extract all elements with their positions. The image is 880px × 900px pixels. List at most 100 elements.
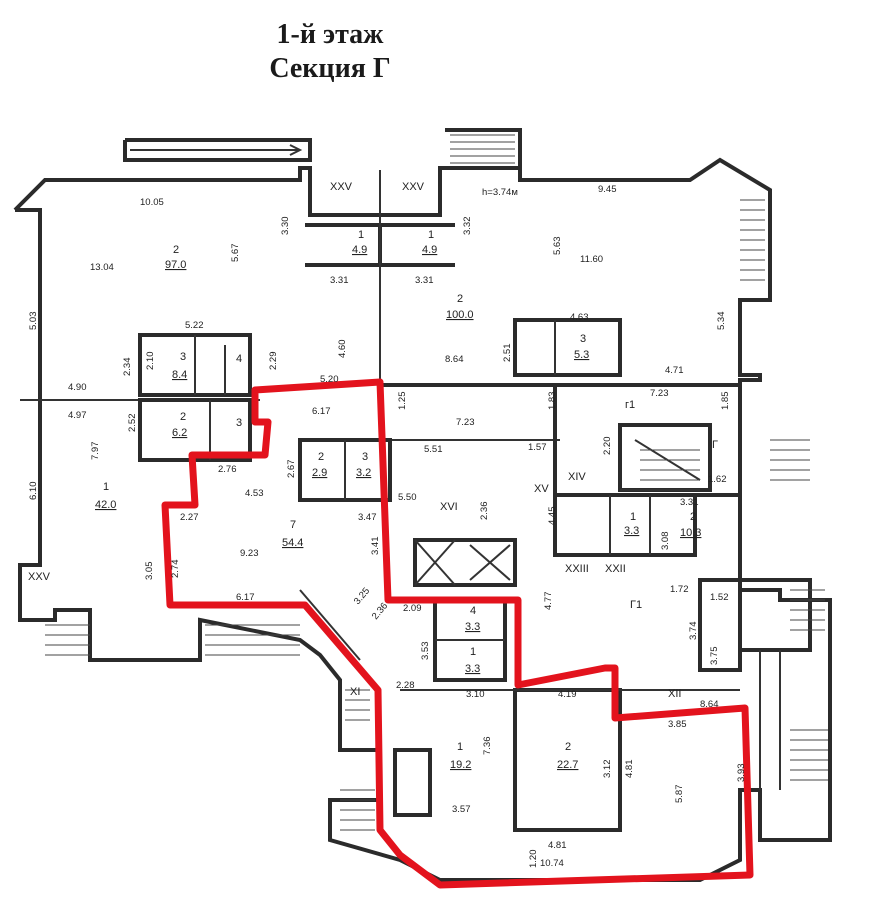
section-label: XVI	[440, 501, 458, 513]
dimension-label: 3.93	[736, 764, 747, 783]
dimension-label: 4.77	[543, 592, 554, 611]
section-label: Г	[712, 439, 718, 451]
dimension-label: 3.85	[668, 719, 687, 730]
dimension-label: 5.50	[398, 492, 417, 503]
section-label: XXV	[402, 181, 425, 193]
dimension-label: 3.05	[144, 562, 155, 581]
dimension-label: 4.97	[68, 410, 87, 421]
room-number: 3	[580, 333, 586, 345]
room-area: 4.9	[352, 244, 367, 256]
section-label: XI	[350, 686, 360, 698]
room-area: 10.3	[680, 527, 701, 539]
room-area: 3.2	[356, 467, 371, 479]
dimension-label: 5.03	[28, 312, 39, 331]
dimension-label: 2.51	[502, 344, 513, 363]
floor-title: 1-й этаж	[276, 19, 384, 50]
dimension-label: 1.52	[710, 592, 729, 603]
dimension-label: 1.62	[708, 474, 727, 485]
title-block: 1-й этаж Секция Г	[200, 18, 460, 86]
dimension-label: 2.34	[122, 358, 133, 377]
section-label: г1	[625, 399, 635, 411]
dimension-label: 10.05	[140, 197, 164, 208]
room-number: 3	[362, 451, 368, 463]
dimension-label: 3.47	[358, 512, 377, 523]
dimension-label: 3.31	[415, 275, 434, 286]
dimension-label: 4.81	[624, 760, 635, 779]
section-label: XXV	[28, 571, 51, 583]
room-area: 3.3	[624, 525, 639, 537]
dimension-label: 4.19	[558, 689, 577, 700]
dimension-label: 1.83	[547, 392, 558, 411]
section-label: XXII	[605, 563, 626, 575]
dimension-label: 4.63	[570, 312, 589, 323]
section-label: XV	[534, 483, 549, 495]
room-number: 2	[457, 293, 463, 305]
dimension-label: 1.57	[528, 442, 547, 453]
room-area: 4.9	[422, 244, 437, 256]
dimension-label: 6.17	[236, 592, 255, 603]
dimension-label: 5.34	[716, 312, 727, 331]
room-number: 2	[565, 741, 571, 753]
dimension-label: 4.71	[665, 365, 684, 376]
dimension-label: 3.57	[452, 804, 471, 815]
dimension-label: 4.45	[547, 507, 558, 526]
room-number: 2	[690, 511, 696, 523]
room-number: 4	[236, 353, 242, 365]
dimension-label: 3.53	[420, 642, 431, 661]
dimension-label: 3.08	[660, 532, 671, 551]
dimension-label: 6.17	[312, 406, 331, 417]
dimension-label: 9.45	[598, 184, 617, 195]
dimension-label: 2.29	[268, 352, 279, 371]
dimension-label: 1.85	[720, 392, 731, 411]
room-number: 2	[318, 451, 324, 463]
inner-walls	[20, 170, 812, 832]
dimension-label: 4.53	[245, 488, 264, 499]
dimension-label: 5.87	[674, 785, 685, 804]
dimension-label: 2.52	[127, 414, 138, 433]
dimension-label: 13.04	[90, 262, 114, 273]
room-number: 1	[470, 646, 476, 658]
room-number: 1	[428, 229, 434, 241]
dimension-label: 5.22	[185, 320, 204, 331]
section-label: Г1	[630, 599, 642, 611]
section-label: XXIII	[565, 563, 589, 575]
dimension-label: 1.20	[528, 850, 539, 869]
room-area: 5.3	[574, 349, 589, 361]
room-number: 4	[470, 605, 476, 617]
dimension-label: 7.23	[650, 388, 669, 399]
room-area: 2.9	[312, 467, 327, 479]
room-area: 54.4	[282, 537, 303, 549]
dimension-label: 3.75	[709, 647, 720, 666]
room-number: 3	[236, 417, 242, 429]
dimension-label: 5.51	[424, 444, 443, 455]
room-area: 3.3	[465, 663, 480, 675]
dimension-label: 2.74	[170, 560, 181, 579]
dimension-label: 2.09	[403, 603, 422, 614]
dimension-label: 1.25	[397, 392, 408, 411]
section-title: Секция Г	[269, 53, 391, 84]
dimension-label: 2.20	[602, 437, 613, 456]
dimension-label: 3.30	[280, 217, 291, 236]
dimension-label: 2.67	[286, 460, 297, 479]
dimension-label: 9.23	[240, 548, 259, 559]
room-number: 1	[103, 481, 109, 493]
dimension-label: 8.64	[700, 699, 719, 710]
dimension-label: 4.90	[68, 382, 87, 393]
room-number: 2	[180, 411, 186, 423]
dimension-label: 7.36	[482, 737, 493, 756]
room-area: 19.2	[450, 759, 471, 771]
dimension-label: 3.74	[688, 622, 699, 641]
room-number: 2	[173, 244, 179, 256]
dimension-label: 3.10	[466, 689, 485, 700]
dimension-label: 3.31	[680, 497, 699, 508]
dimension-label: 2.36	[370, 601, 390, 622]
room-area: 6.2	[172, 427, 187, 439]
dimension-label: 2.36	[479, 502, 490, 521]
dimension-label: 5.67	[230, 244, 241, 263]
room-number: 7	[290, 519, 296, 531]
stair-hatching	[45, 134, 828, 831]
dimension-label: 3.41	[370, 537, 381, 556]
dimension-label: 3.31	[330, 275, 349, 286]
dimension-label: 2.27	[180, 512, 199, 523]
